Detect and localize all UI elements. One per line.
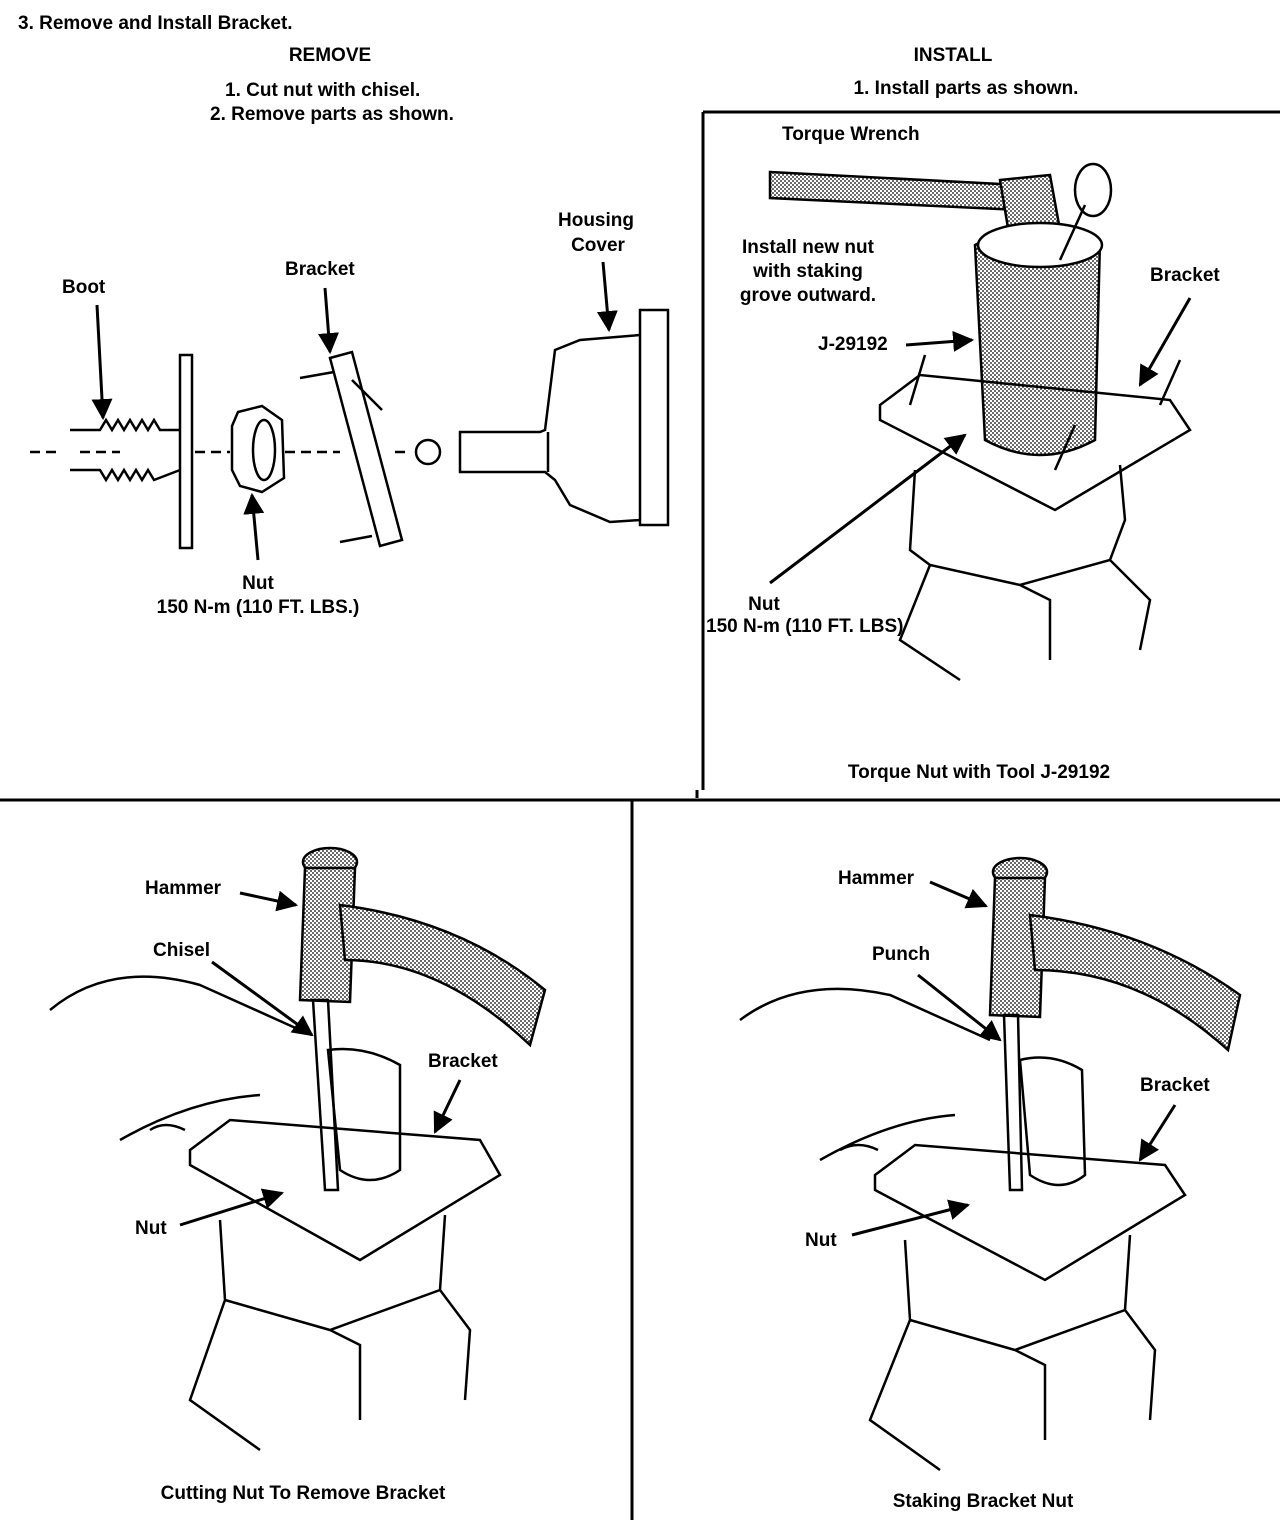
gear-housing [900,465,1150,680]
leader-cut-hammer [240,890,299,912]
hammer-handle [340,905,545,1045]
torque-illustration [770,164,1190,680]
torque-wrench-handle [770,172,1020,210]
nut-bore [253,420,275,480]
cutting-caption: Cutting Nut To Remove Bracket [160,1483,446,1504]
panel-frames [0,112,1280,1520]
staking-bracket-plate [875,1145,1185,1280]
leader-nut [243,492,265,560]
install-note-line2: with staking [753,261,863,282]
t-bar [1060,205,1085,260]
label-tool-j29192: J-29192 [818,334,888,355]
label-cut-bracket: Bracket [428,1051,498,1072]
bracket-plate [300,352,402,546]
cutting-hand [50,977,300,1140]
remove-exploded-view [30,310,668,548]
staking-socket [1020,1058,1085,1185]
remove-step-1: 1. Cut nut with chisel. [225,80,421,101]
boot [70,420,180,480]
leader-install-nut [770,433,967,583]
hammer-head [300,868,355,1002]
install-note-line3: grove outward. [739,285,877,306]
leader-boot [91,305,113,421]
housing-cover [460,310,668,525]
leader-punch [918,975,1002,1042]
label-install-bracket: Bracket [1150,265,1220,286]
staking-caption: Staking Bracket Nut [892,1491,1074,1512]
cutting-socket [328,1049,400,1180]
remove-step-2: 2. Remove parts as shown. [210,104,454,125]
install-panel-border [697,112,1280,798]
leader-tool [906,330,975,352]
leader-cut-nut [180,1188,285,1225]
leader-stake-nut [852,1199,971,1235]
install-caption: Torque Nut with Tool J-29192 [847,762,1111,783]
label-nut: Nut [242,573,274,594]
leader-bracket [318,288,339,355]
cutting-gear-housing [190,1215,470,1450]
label-bracket: Bracket [285,259,355,280]
leader-cut-bracket [435,1080,460,1134]
staking-hammer-handle [1030,915,1240,1050]
boot-plate [180,355,192,548]
label-housing-line2: Cover [571,235,625,256]
label-punch: Punch [872,944,931,965]
leader-housing-cover [596,262,618,333]
cutting-illustration [50,848,545,1450]
install-note-line1: Install new nut [742,237,874,258]
label-chisel: Chisel [153,940,211,961]
cutting-bracket-plate [190,1120,500,1260]
label-cut-nut: Nut [135,1218,167,1239]
label-boot: Boot [62,277,106,298]
leader-chisel [212,962,314,1037]
label-stake-nut: Nut [805,1230,837,1251]
label-install-nut: Nut [748,594,780,615]
label-housing-line1: Housing [558,210,634,231]
staking-hammer-head [990,878,1045,1017]
socket-top [978,223,1102,267]
staking-gear-housing [870,1235,1155,1470]
chisel-tool [313,1000,338,1190]
install-bracket-studs [910,355,1180,470]
o-ring [416,440,440,464]
label-cut-hammer: Hammer [145,878,222,899]
label-torque-wrench: Torque Wrench [782,124,920,145]
punch-tool [1004,1015,1022,1190]
label-stake-hammer: Hammer [838,868,915,889]
leader-lines [91,262,1190,1235]
label-nut-torque: 150 N-m (110 FT. LBS.) [156,597,360,618]
label-install-nut-torque: 150 N-m (110 FT. LBS) [706,616,904,637]
label-stake-bracket: Bracket [1140,1075,1210,1096]
leader-install-bracket [1140,298,1190,387]
staking-hand [740,989,990,1160]
step-title: 3. Remove and Install Bracket. [18,13,293,34]
install-heading: INSTALL [913,45,993,66]
remove-heading: REMOVE [288,45,372,66]
t-bar-ring [1075,164,1111,216]
leader-stake-hammer [930,882,988,909]
leader-stake-bracket [1140,1105,1175,1162]
staking-illustration [740,858,1240,1470]
install-step-1: 1. Install parts as shown. [853,78,1079,99]
hex-nut [232,406,284,492]
